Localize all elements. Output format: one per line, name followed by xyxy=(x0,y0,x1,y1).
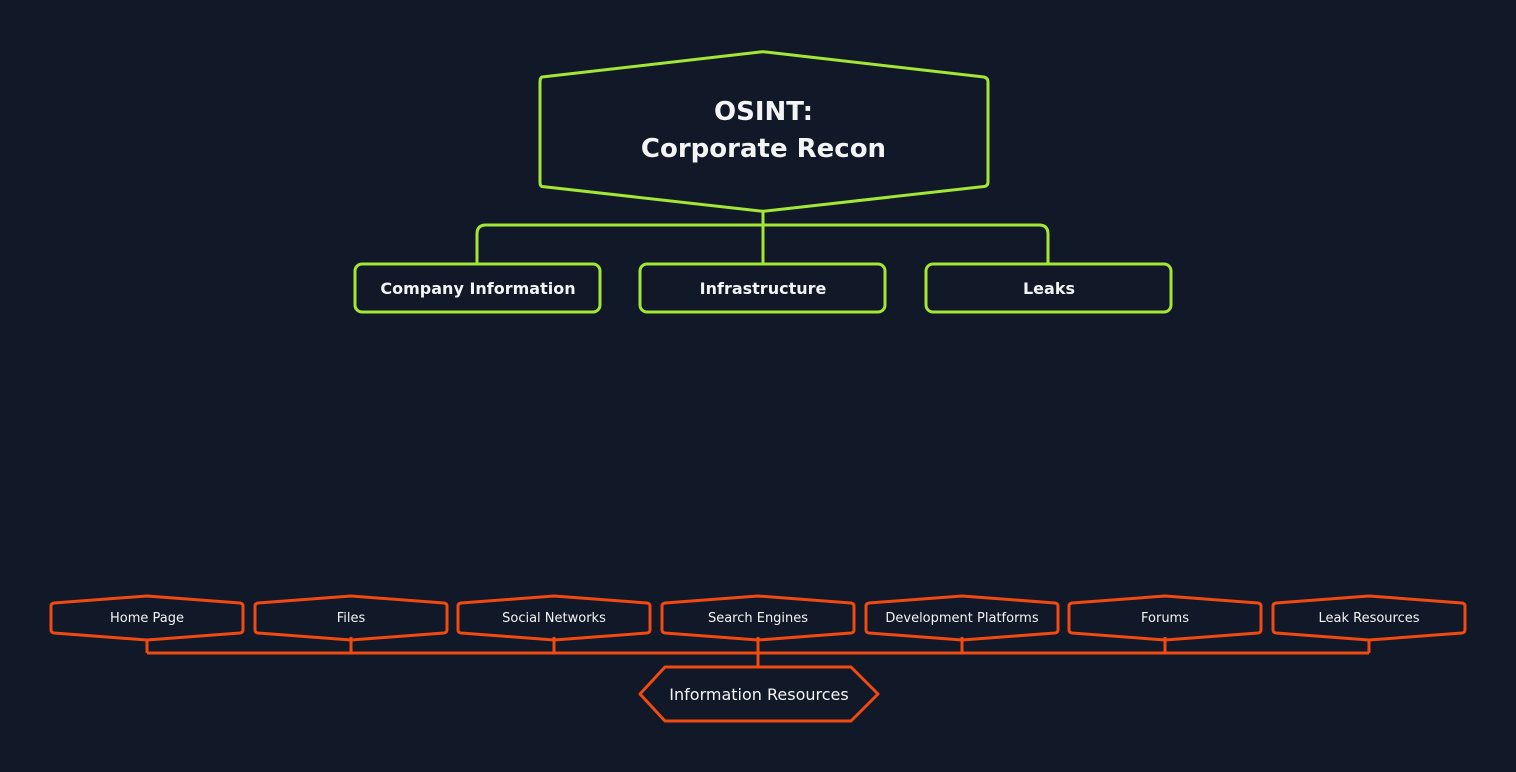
resource-node-home-page[interactable] xyxy=(49,594,245,642)
resource-label-social-networks: Social Networks xyxy=(502,610,606,626)
topic-label-company-information: Company Information xyxy=(380,278,576,298)
topic-label-infrastructure: Infrastructure xyxy=(699,278,827,298)
root-title-line-1: OSINT: xyxy=(714,97,813,127)
resource-label-leak-resources: Leak Resources xyxy=(1318,610,1420,626)
topic-node-infrastructure[interactable] xyxy=(638,262,887,314)
resource-label-development-platforms: Development Platforms xyxy=(885,610,1039,626)
topic-node-company-information[interactable] xyxy=(353,262,602,314)
resource-node-search-engines[interactable] xyxy=(660,594,856,642)
resource-node-leak-resources[interactable] xyxy=(1271,594,1467,642)
topic-node-leaks[interactable] xyxy=(924,262,1173,314)
resource-label-search-engines: Search Engines xyxy=(707,610,809,626)
topic-label-leaks: Leaks xyxy=(1022,278,1075,298)
resource-nodes xyxy=(49,594,1467,642)
resource-label-home-page: Home Page xyxy=(110,610,184,626)
root-node-title: OSINT: Corporate Recon xyxy=(540,93,987,169)
resource-node-forums[interactable] xyxy=(1067,594,1263,642)
resource-node-social-networks[interactable] xyxy=(456,594,652,642)
resources-hub-label: Information Resources xyxy=(669,684,849,704)
root-connectors xyxy=(475,211,1050,264)
resources-hub-shape[interactable] xyxy=(638,665,880,723)
resource-connectors xyxy=(145,637,1371,667)
resource-label-files: Files xyxy=(336,610,366,626)
root-title-line-2: Corporate Recon xyxy=(640,134,887,164)
resource-node-files[interactable] xyxy=(253,594,449,642)
resource-node-development-platforms[interactable] xyxy=(864,594,1060,642)
resource-label-forums: Forums xyxy=(1141,610,1189,626)
root-node-shape[interactable] xyxy=(538,50,990,213)
